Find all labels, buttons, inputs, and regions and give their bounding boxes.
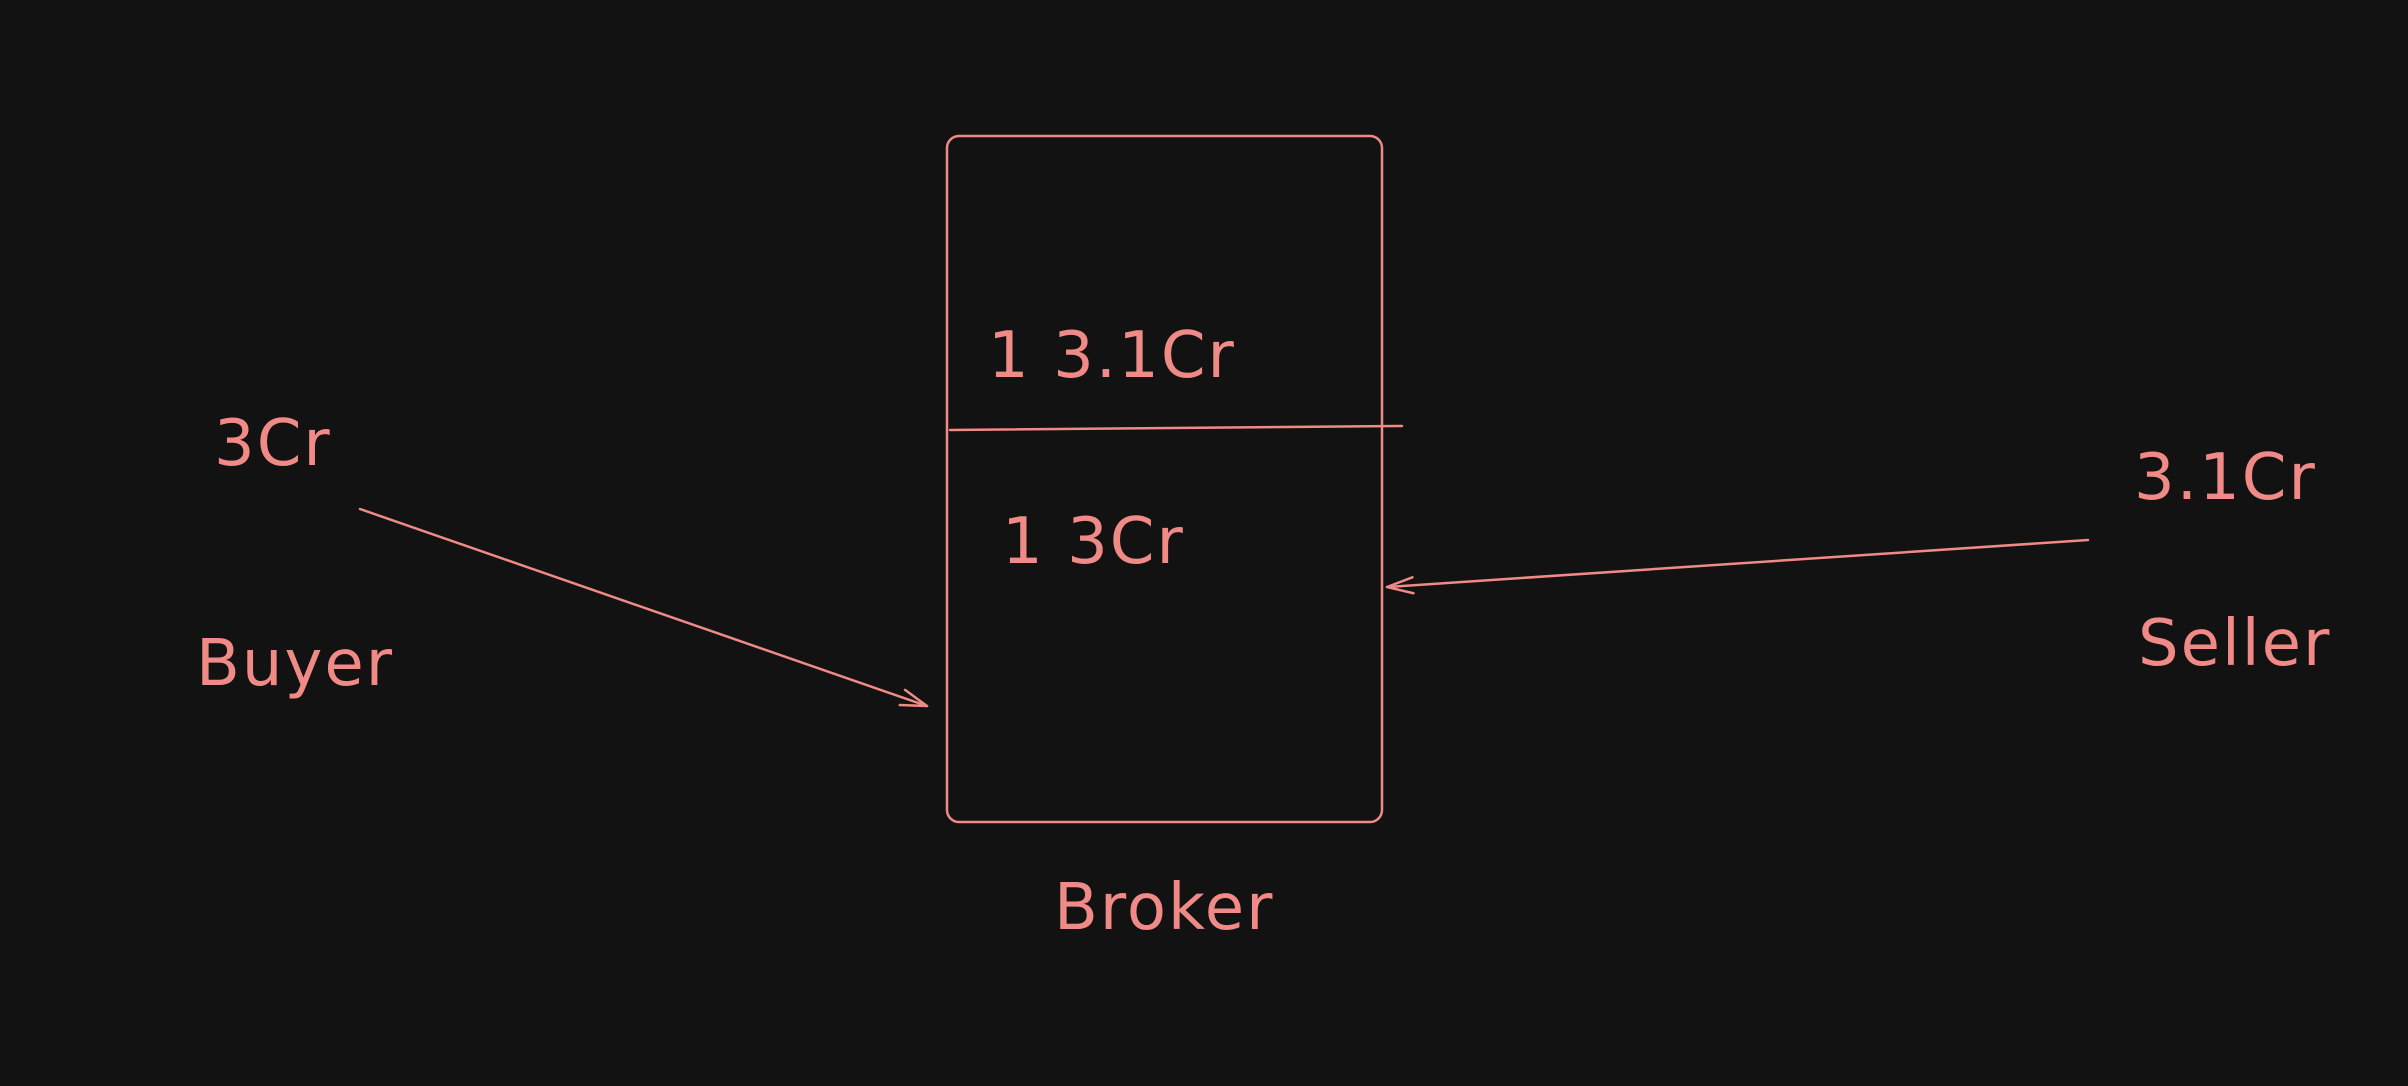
broker-box — [945, 134, 1384, 824]
buyer-price: 3Cr — [214, 407, 332, 481]
buyer-arrow — [358, 507, 929, 708]
seller-arrow — [1385, 538, 2090, 595]
seller-price: 3.1Cr — [2134, 441, 2317, 515]
broker-sell-entry: 1 3.1Cr — [988, 319, 1236, 393]
broker-buy-entry: 1 3Cr — [1002, 505, 1185, 579]
buyer-label: Buyer — [196, 627, 395, 701]
seller-label: Seller — [2138, 607, 2332, 681]
order-book-divider — [948, 424, 1404, 432]
broker-label: Broker — [1054, 871, 1275, 945]
